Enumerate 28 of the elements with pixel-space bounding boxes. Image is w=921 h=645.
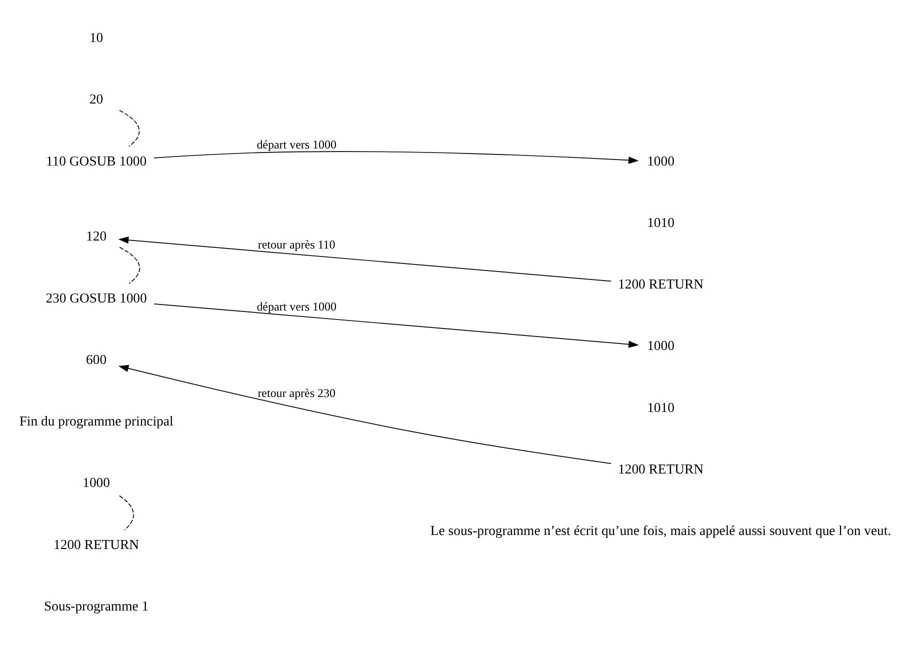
label: Le sous-programme n’est écrit qu’une fois, mais appelé aussi souvent que l’on veut.: [430, 522, 892, 538]
label: Sous-programme 1: [44, 598, 149, 613]
connector: [119, 246, 140, 284]
edge-label: retour après 230: [258, 385, 336, 400]
label: Fin du programme principal: [19, 413, 174, 428]
node-text: 1000: [82, 474, 110, 490]
edge-label: départ vers 1000: [256, 137, 336, 152]
node-text: 1000: [647, 338, 674, 353]
edge-label: départ vers 1000: [256, 298, 336, 313]
node-text: 230 GOSUB 1000: [46, 290, 147, 305]
node-text: 1010: [647, 399, 674, 414]
arrow: [118, 364, 612, 464]
node-text: 1200 RETURN: [618, 460, 704, 476]
node-text: 1000: [647, 152, 674, 168]
node-text: 20: [89, 91, 104, 106]
node-text: 600: [86, 351, 107, 366]
node-text: 1200 RETURN: [618, 276, 704, 292]
connector: [119, 109, 140, 146]
node-text: 10: [89, 30, 104, 45]
edge-label: retour après 110: [258, 237, 336, 252]
arrow: [118, 236, 612, 282]
node-text: 110 GOSUB 1000: [46, 152, 147, 168]
arrow: [154, 150, 639, 164]
node-text: 120: [86, 228, 107, 244]
node-text: 1010: [647, 214, 674, 230]
arrow: [154, 302, 639, 348]
connector: [119, 494, 134, 530]
node-text: 1200 RETURN: [54, 536, 140, 552]
